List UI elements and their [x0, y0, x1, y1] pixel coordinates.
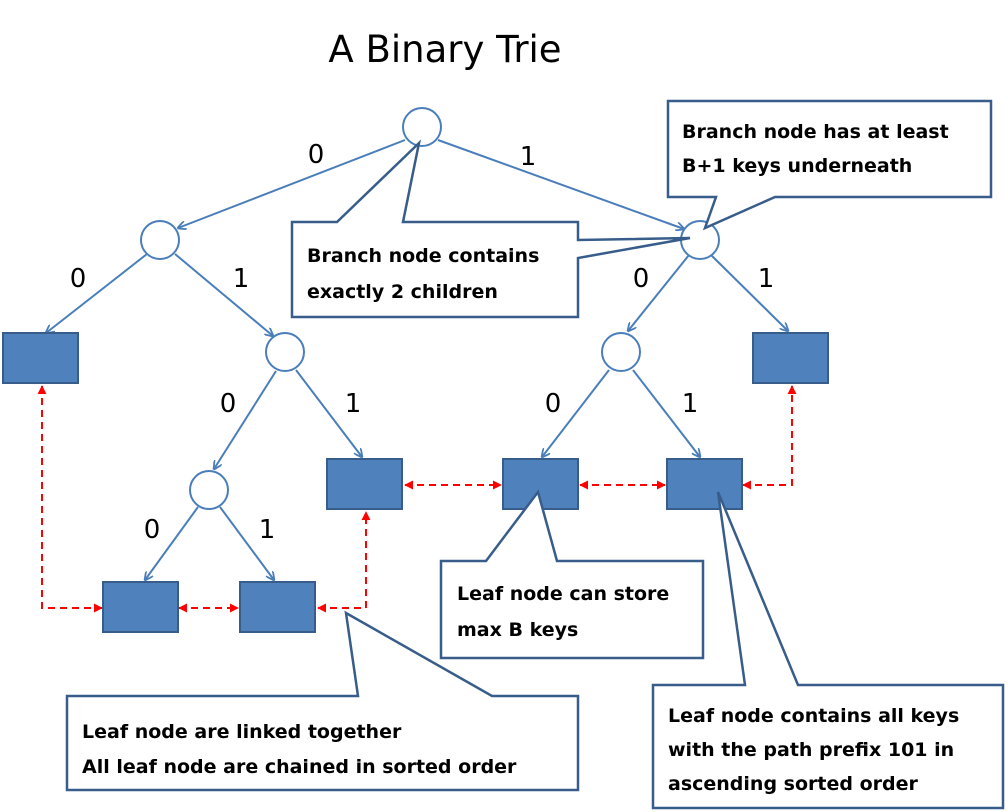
callout-leaf-prefix: Leaf node contains all keys with the pat…	[651, 491, 1005, 810]
branch-node-10	[601, 332, 641, 372]
edge-lrl-right	[219, 506, 274, 580]
callout-leaf-linked-shape	[65, 610, 580, 792]
callout-leaf-max-line-1: Leaf node can store	[457, 583, 669, 605]
leaf-nodes	[2, 332, 829, 633]
callout-branch-keys: Branch node has at least B+1 keys undern…	[666, 99, 993, 231]
callout-leaf-linked-line-2: All leaf node are chained in sorted orde…	[82, 756, 517, 778]
edge-root-left	[178, 139, 406, 228]
branch-node-010	[189, 470, 229, 510]
edge-lr-left	[214, 370, 277, 469]
callout-branch-children: Branch node contains exactly 2 children	[290, 139, 691, 319]
edge-l-right	[174, 253, 273, 336]
leaf-links	[37, 385, 797, 613]
callout-leaf-max: Leaf node can store max B keys	[439, 489, 705, 660]
callout-leaf-prefix-line-1: Leaf node contains all keys	[668, 705, 959, 727]
callout-leaf-prefix-line-2: with the path prefix 101 in	[668, 739, 954, 761]
edge-labels: 0 1 0 1 0 1 0 1 0 1 0 1	[70, 140, 775, 545]
edge-label-lr-right: 1	[345, 389, 362, 419]
callout-leaf-prefix-line-3: ascending sorted order	[668, 773, 918, 795]
link-leaf4-leaf7	[742, 385, 797, 490]
leaf-node-00	[2, 332, 79, 384]
edge-rl-left	[542, 369, 610, 457]
edge-label-lrl-right: 1	[259, 515, 276, 545]
branch-node-root	[402, 107, 442, 147]
edge-label-lr-left: 0	[220, 389, 237, 419]
branch-node-0	[140, 220, 180, 260]
link-leaf6-leaf2	[317, 511, 371, 613]
edge-root-right	[437, 139, 684, 229]
leaf-node-0101	[239, 581, 316, 633]
branch-nodes	[140, 107, 720, 510]
edge-label-r-left: 0	[633, 264, 650, 294]
edge-rl-right	[632, 369, 700, 457]
callout-leaf-linked-line-1: Leaf node are linked together	[82, 721, 402, 743]
branch-node-1	[680, 220, 720, 260]
diagram-title: A Binary Trie	[328, 28, 561, 71]
leaf-node-0100	[102, 581, 179, 633]
link-leaf1-leaf5	[37, 385, 103, 613]
edge-label-r-right: 1	[758, 264, 775, 294]
edge-label-root-right: 1	[520, 142, 537, 172]
edge-label-rl-left: 0	[545, 389, 562, 419]
leaf-node-101	[666, 458, 743, 510]
callout-leaf-max-line-2: max B keys	[457, 619, 578, 641]
callout-branch-keys-shape	[666, 99, 993, 231]
edge-label-rl-right: 1	[682, 389, 699, 419]
callout-branch-children-shape	[290, 139, 691, 319]
tree-edges	[46, 139, 788, 580]
leaf-node-11	[752, 332, 829, 384]
edge-lr-right	[295, 369, 362, 457]
edge-l-left	[46, 253, 148, 333]
callout-branch-children-line-2: exactly 2 children	[307, 281, 498, 303]
leaf-node-011	[326, 458, 403, 510]
edge-r-right	[710, 254, 788, 331]
edge-label-root-left: 0	[308, 140, 325, 170]
callout-branch-keys-line-1: Branch node has at least	[682, 121, 949, 143]
callout-branch-children-line-1: Branch node contains	[307, 245, 539, 267]
branch-node-01	[265, 332, 305, 372]
callout-leaf-max-shape	[439, 489, 705, 660]
edge-label-l-left: 0	[70, 264, 87, 294]
callout-leaf-prefix-shape	[651, 491, 1005, 810]
callout-branch-keys-line-2: B+1 keys underneath	[682, 155, 912, 177]
edge-label-l-right: 1	[233, 264, 250, 294]
edge-lrl-left	[145, 506, 199, 580]
edge-r-left	[628, 254, 690, 331]
callout-leaf-linked: Leaf node are linked together All leaf n…	[65, 610, 580, 792]
edge-label-lrl-left: 0	[144, 515, 161, 545]
